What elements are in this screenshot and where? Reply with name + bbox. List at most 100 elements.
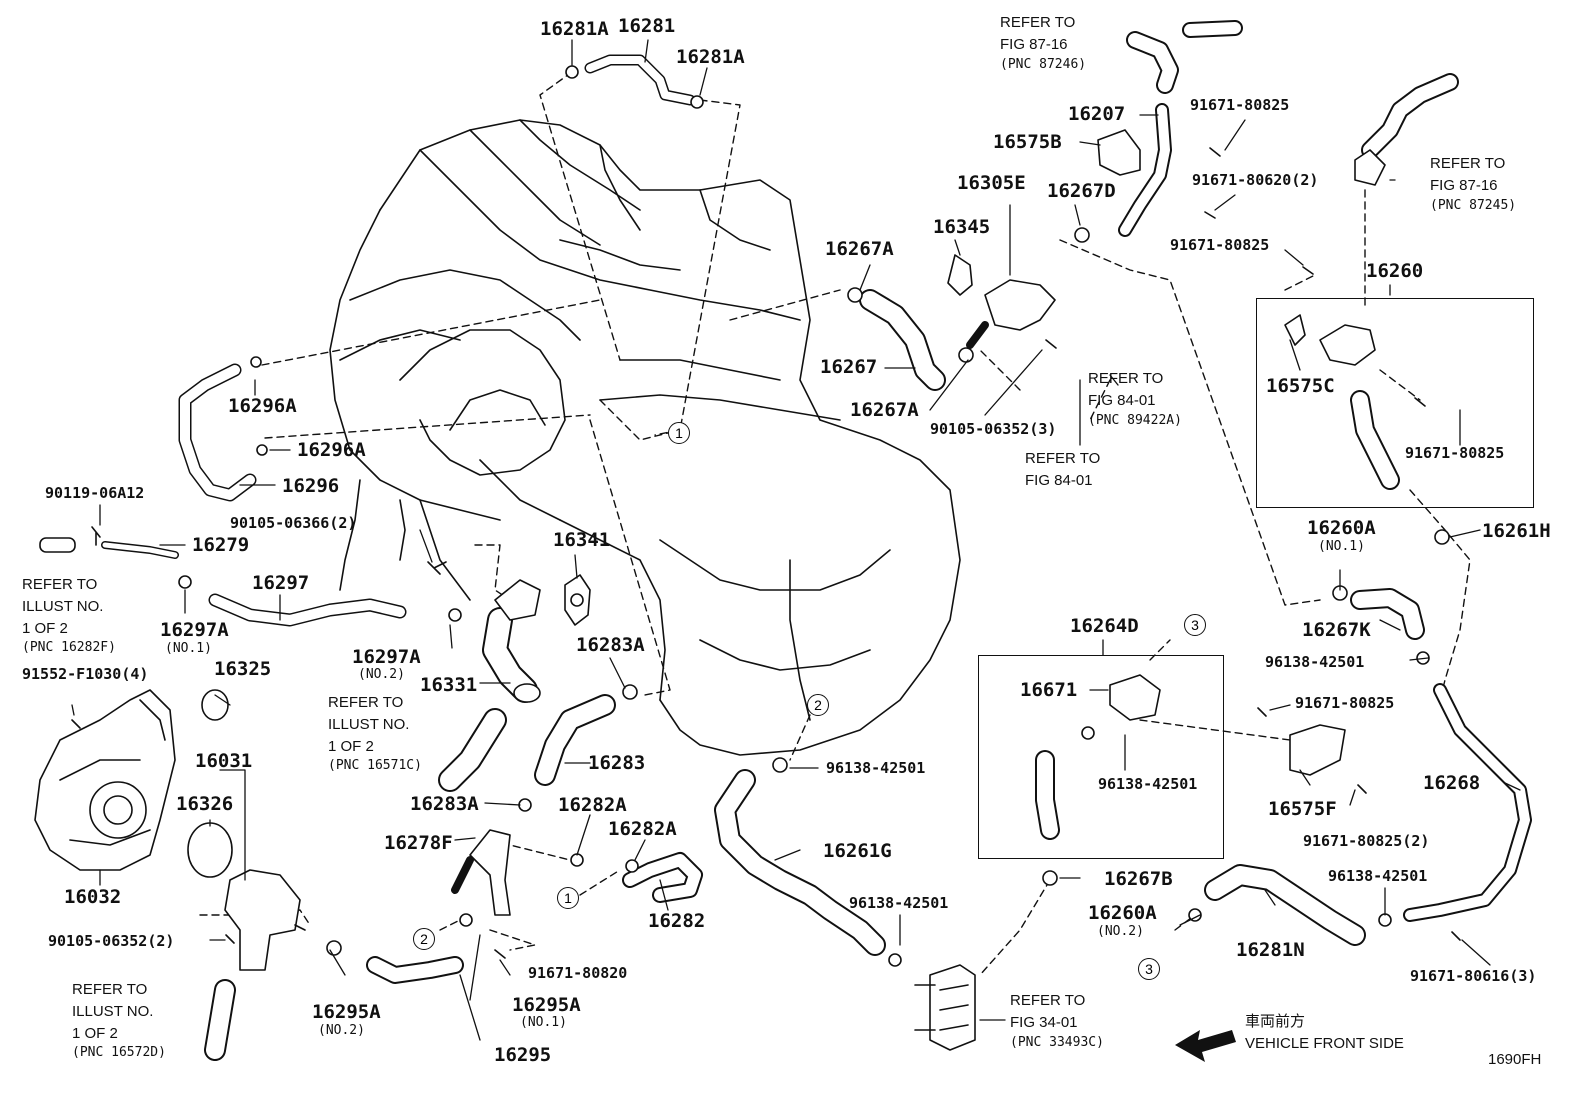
label-96138-42501-right[interactable]: 96138-42501 [1265,653,1365,671]
ref-fig84-01-a[interactable]: REFER TO FIG 84-01 (PNC 89422A) [1088,368,1182,430]
label-16295A-no1[interactable]: 16295A [512,994,581,1016]
ref-line: (PNC 87245) [1430,197,1517,213]
diagram-code: 1690FH [1488,1051,1542,1068]
label-16261G[interactable]: 16261G [823,840,892,862]
oil-cooler-drawing [914,964,976,1051]
label-91671-80820[interactable]: 91671-80820 [528,964,628,982]
ref-line: FIG 34-01 [1010,1013,1078,1031]
callout-2-b: 2 [413,928,435,950]
label-16325[interactable]: 16325 [214,658,272,680]
label-16296A-mid[interactable]: 16296A [297,439,366,461]
label-16575C[interactable]: 16575C [1266,375,1335,397]
ref-fig87-16-top[interactable]: REFER TO FIG 87-16 (PNC 87246) [1000,12,1086,74]
label-16281A-right[interactable]: 16281A [676,46,745,68]
label-16031[interactable]: 16031 [195,750,253,772]
ref-fig34-01[interactable]: REFER TO FIG 34-01 (PNC 33493C) [1010,990,1104,1052]
label-96138-42501-lower[interactable]: 96138-42501 [849,894,949,912]
ref-fig87-16-right[interactable]: REFER TO FIG 87-16 (PNC 87245) [1430,153,1516,215]
callout-1-a: 1 [668,422,690,444]
label-16296[interactable]: 16296 [282,475,340,497]
label-16207[interactable]: 16207 [1068,103,1126,125]
ref-line: REFER TO [328,694,404,711]
label-16345[interactable]: 16345 [933,216,991,238]
ref-line: REFER TO [1088,370,1164,387]
label-16267D[interactable]: 16267D [1047,180,1116,202]
label-16575F[interactable]: 16575F [1268,798,1337,820]
label-16268[interactable]: 16268 [1423,772,1481,794]
ref-line: (PNC 16282F) [22,640,116,656]
label-16260A-no2-sub: (NO.2) [1097,924,1144,939]
ref-line: (PNC 89422A) [1088,412,1182,428]
leader-lines [71,39,1521,1041]
label-16267B[interactable]: 16267B [1104,868,1173,890]
label-16267A-bottom[interactable]: 16267A [850,399,919,421]
ref-line: REFER TO [22,576,98,593]
label-91671-80825-16575F[interactable]: 91671-80825 [1295,694,1395,712]
label-91671-80620[interactable]: 91671-80620(2) [1192,171,1319,189]
label-16278F[interactable]: 16278F [384,832,453,854]
ref-line: ILLUST NO. [328,715,410,733]
label-16260A-no2[interactable]: 16260A [1088,902,1157,924]
ref-line: FIG 84-01 [1025,471,1093,489]
label-96138-42501-frame[interactable]: 96138-42501 [1098,775,1198,793]
callout-3-a: 3 [1184,614,1206,636]
label-16267A-top[interactable]: 16267A [825,238,894,260]
label-91671-80825-top[interactable]: 91671-80825 [1190,96,1290,114]
label-16279[interactable]: 16279 [192,534,250,556]
ref-line: (PNC 87246) [1000,56,1087,72]
label-91552-F1030[interactable]: 91552-F1030(4) [22,665,149,683]
label-16326[interactable]: 16326 [176,793,234,815]
label-16282[interactable]: 16282 [648,910,706,932]
label-16283A-bottom[interactable]: 16283A [410,793,479,815]
label-16282A-right[interactable]: 16282A [608,818,677,840]
label-16297A-no1[interactable]: 16297A [160,619,229,641]
label-90105-06366[interactable]: 90105-06366(2) [230,514,357,532]
label-16281A-left[interactable]: 16281A [540,18,609,40]
label-16283[interactable]: 16283 [588,752,646,774]
frame-16260 [1256,298,1534,508]
label-16267[interactable]: 16267 [820,356,878,378]
ref-line: (PNC 33493C) [1010,1034,1104,1050]
label-16331[interactable]: 16331 [420,674,478,696]
ref-illust-16571C[interactable]: REFER TO ILLUST NO. 1 OF 2 (PNC 16571C) [328,692,422,776]
label-16261H[interactable]: 16261H [1482,520,1551,542]
label-16575B[interactable]: 16575B [993,131,1062,153]
label-16267K[interactable]: 16267K [1302,619,1371,641]
label-16341[interactable]: 16341 [553,529,611,551]
label-16295A-no2[interactable]: 16295A [312,1001,381,1023]
label-90119-06A12[interactable]: 90119-06A12 [45,484,145,502]
label-16260[interactable]: 16260 [1366,260,1424,282]
label-16305E[interactable]: 16305E [957,172,1026,194]
ref-illust-16572D[interactable]: REFER TO ILLUST NO. 1 OF 2 (PNC 16572D) [72,979,166,1063]
label-16297A-no2[interactable]: 16297A [352,646,421,668]
label-16281N[interactable]: 16281N [1236,939,1305,961]
ref-line: FIG 84-01 [1088,391,1156,409]
label-16032[interactable]: 16032 [64,886,122,908]
label-16283A-top[interactable]: 16283A [576,634,645,656]
label-16671[interactable]: 16671 [1020,679,1078,701]
label-91671-80825-2[interactable]: 91671-80825(2) [1303,832,1430,850]
label-16296A-top[interactable]: 16296A [228,395,297,417]
label-16297A-no2-sub: (NO.2) [358,667,405,682]
label-16260A-no1[interactable]: 16260A [1307,517,1376,539]
dashed-leaders [199,71,1471,976]
ref-line: FIG 87-16 [1430,176,1498,194]
label-16264D[interactable]: 16264D [1070,615,1139,637]
label-16282A-left[interactable]: 16282A [558,794,627,816]
ref-illust-16282F[interactable]: REFER TO ILLUST NO. 1 OF 2 (PNC 16282F) [22,574,116,658]
label-96138-42501-center[interactable]: 96138-42501 [826,759,926,777]
ref-fig84-01-b[interactable]: REFER TO FIG 84-01 [1025,448,1100,492]
label-16297[interactable]: 16297 [252,572,310,594]
label-16295[interactable]: 16295 [494,1044,552,1066]
callout-1-b: 1 [557,887,579,909]
label-16281[interactable]: 16281 [618,15,676,37]
label-90105-06352-3[interactable]: 90105-06352(3) [930,420,1057,438]
label-96138-42501-bottom-right[interactable]: 96138-42501 [1328,867,1428,885]
label-91671-80616[interactable]: 91671-80616(3) [1410,967,1537,985]
label-90105-06352-2[interactable]: 90105-06352(2) [48,932,175,950]
bolts [71,147,1461,959]
ref-line: ILLUST NO. [72,1002,154,1020]
label-91671-80825-16260[interactable]: 91671-80825 [1405,444,1505,462]
ref-line: ILLUST NO. [22,597,104,615]
label-91671-80825-mid[interactable]: 91671-80825 [1170,236,1270,254]
